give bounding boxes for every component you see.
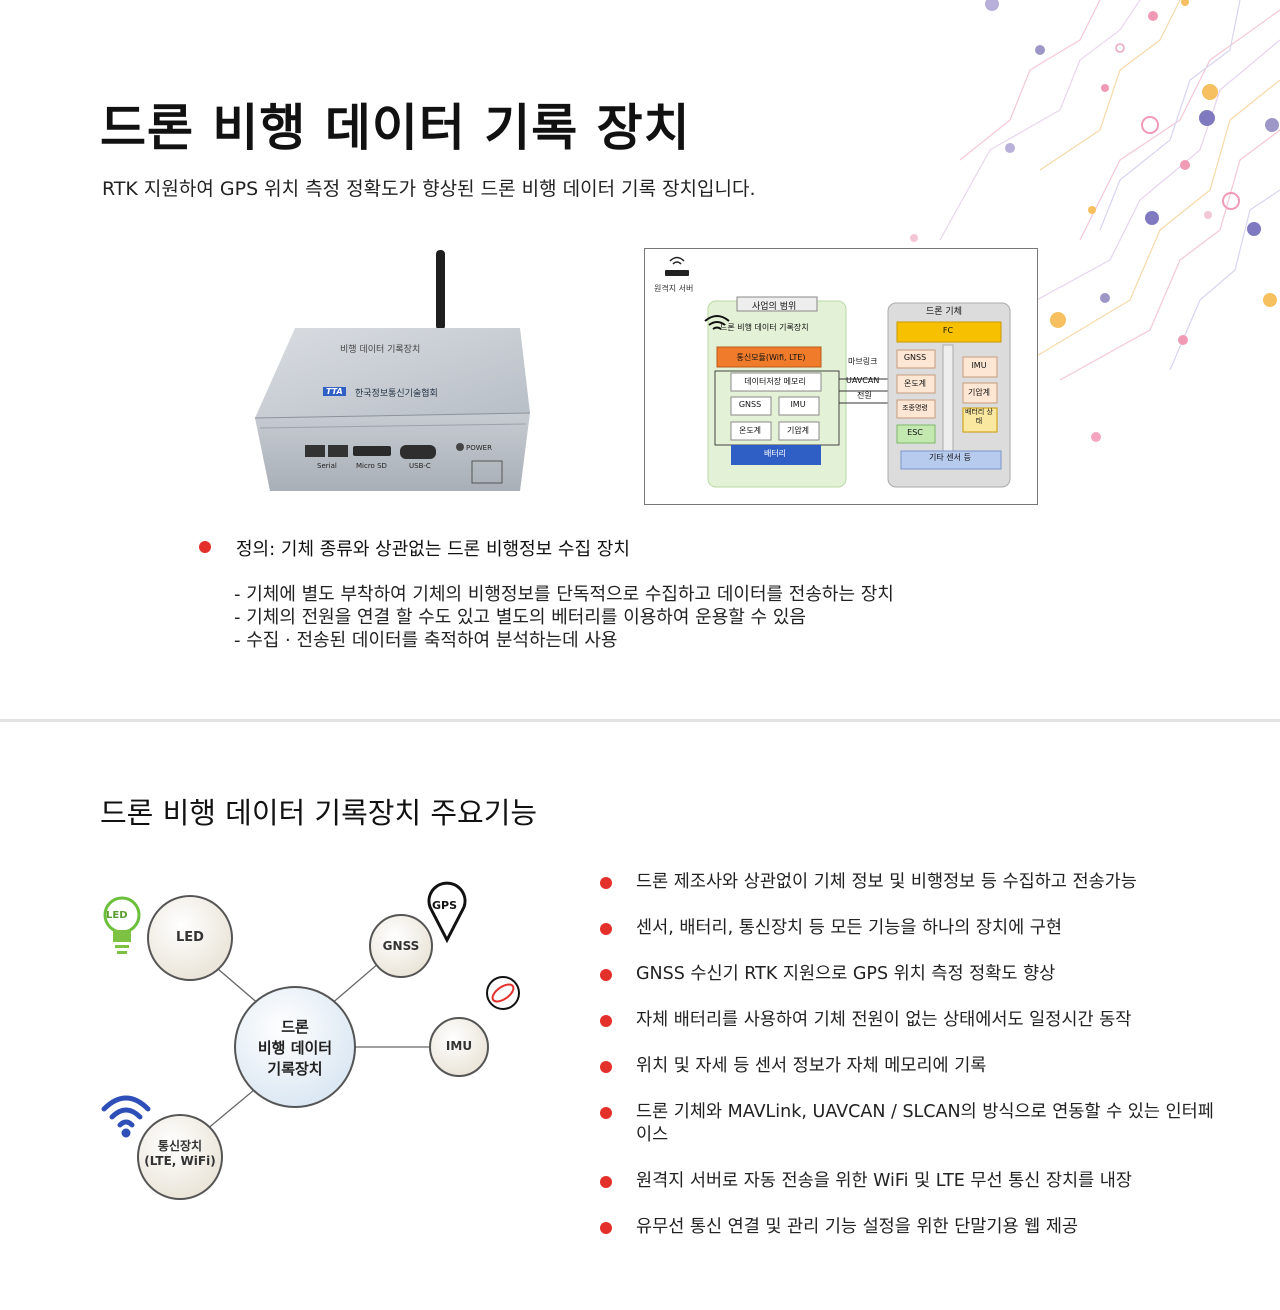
definition-detail-1: - 기체에 별도 부착하여 기체의 비행정보를 단독적으로 수집하고 데이터를 …: [234, 584, 894, 605]
bullet-dot: [600, 1176, 612, 1188]
left-barometer-box: 기압계: [786, 426, 810, 435]
bullet-dot: [600, 1015, 612, 1027]
drone-gnss-box: GNSS: [903, 353, 927, 362]
drone-esc-box: ESC: [907, 428, 923, 437]
bullet-dot: [600, 969, 612, 981]
definition-text: 정의: 기체 종류와 상관없는 드론 비행정보 수집 장치: [236, 539, 630, 560]
server-label: 원격지 서버: [654, 284, 694, 293]
port-serial-label: Serial: [317, 462, 337, 470]
definition-detail-2: - 기체의 전원을 연결 할 수도 있고 별도의 베터리를 이용하여 운용할 수…: [234, 607, 806, 628]
bullet-dot: [600, 877, 612, 889]
wifi-signal-icon: [101, 1095, 151, 1138]
recorder-title: 드론 비행 데이터 기록장치: [720, 323, 809, 332]
bullet-dot: [600, 1107, 612, 1119]
wifi-icon: [704, 315, 730, 330]
drone-barometer-box: 기압계: [967, 388, 991, 397]
bullet-dot: [600, 923, 612, 935]
bullet-dot: [600, 1061, 612, 1073]
drone-imu-box: IMU: [971, 361, 987, 370]
drone-control-box: 조종명령: [902, 404, 928, 412]
led-icon-label: LED: [106, 910, 128, 921]
left-imu-box: IMU: [790, 400, 806, 409]
gps-pin-icon: [427, 865, 467, 944]
other-sensors-box: 기타 센서 등: [929, 453, 971, 462]
decorative-network-background: [910, 0, 1280, 442]
tta-logo: TTA: [323, 387, 346, 396]
led-bubble: LED: [176, 930, 204, 945]
drone-title: 드론 기체: [926, 307, 962, 317]
drone-battery-status-box: 배터리 상태: [965, 408, 993, 425]
drone-thermometer-box: 온도계: [903, 379, 927, 388]
section-divider: [0, 719, 1280, 722]
comm-bubble-line-1: 통신장치: [157, 1139, 203, 1153]
bullet-dot: [600, 1222, 612, 1234]
hub-line-3: 기록장치: [267, 1060, 323, 1078]
page-subtitle: RTK 지원하여 GPS 위치 측정 정확도가 향상된 드론 비행 데이터 기록…: [102, 178, 756, 200]
link-power: 전원: [857, 391, 872, 400]
hub-line-1: 드론: [281, 1018, 309, 1036]
router-icon: [665, 270, 689, 276]
power-label: POWER: [466, 444, 492, 452]
bullet-dot: [199, 541, 211, 553]
device-photo: [254, 250, 531, 491]
comm-module-box: 통신모듈(Wifi, LTE): [736, 353, 806, 362]
hub-line-2: 비행 데이터: [257, 1039, 333, 1057]
left-gnss-box: GNSS: [738, 400, 762, 409]
left-thermometer-box: 온도계: [738, 426, 762, 435]
gnss-bubble: GNSS: [382, 939, 420, 953]
link-mavlink: 마브링크: [848, 357, 878, 366]
device-brand-name: 한국정보통신기술협회: [355, 389, 438, 399]
system-architecture-diagram: [644, 248, 1038, 505]
comm-bubble-line-2: (LTE, WiFi): [144, 1154, 216, 1168]
page-title: 드론 비행 데이터 기록 장치: [100, 99, 691, 157]
device-top-label: 비행 데이터 기록장치: [340, 345, 421, 355]
led-bulb-icon: [103, 896, 141, 954]
features-title: 드론 비행 데이터 기록장치 주요기능: [100, 796, 538, 830]
gps-icon-label: GPS: [432, 899, 458, 912]
fc-box: FC: [942, 326, 954, 335]
feature-hub-diagram: [101, 865, 520, 1200]
port-usbc-label: USB-C: [409, 462, 431, 470]
port-microsd-label: Micro SD: [356, 462, 387, 470]
gyroscope-icon: [486, 976, 520, 1010]
definition-detail-3: - 수집 · 전송된 데이터를 축적하여 분석하는데 사용: [234, 630, 618, 651]
imu-bubble: IMU: [445, 1039, 473, 1053]
storage-box: 데이터저장 메모리: [744, 377, 806, 386]
battery-box: 배터리: [763, 449, 787, 458]
scope-title: 사업의 범위: [752, 302, 797, 312]
link-uavcan: UAVCAN: [846, 376, 880, 385]
